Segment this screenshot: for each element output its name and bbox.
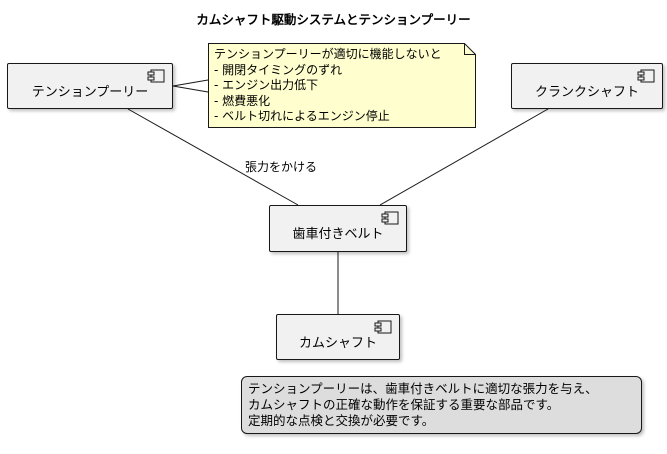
component-tension-pulley[interactable]: テンションプーリー: [7, 63, 173, 109]
component-camshaft[interactable]: カムシャフト: [276, 314, 400, 360]
note-item: - エンジン出力低下: [214, 78, 319, 92]
note-item: - 燃費悪化: [214, 93, 271, 108]
note-text: テンションプーリーが適切に機能しないと - 開閉タイミングのずれ - エンジン出…: [214, 47, 442, 125]
edge-crankshaft-to-belt: [379, 108, 549, 206]
note-line: カムシャフトの正確な動作を保証する重要な部品です。: [248, 397, 560, 412]
note-connector: [172, 79, 209, 87]
edge-pulley-to-belt: [127, 108, 299, 206]
component-label: クランクシャフト: [534, 84, 639, 100]
component-crankshaft[interactable]: クランクシャフト: [511, 63, 663, 109]
note-item: - ベルト切れによるエンジン停止: [214, 109, 390, 123]
component-label: 歯車付きベルト: [292, 227, 384, 242]
diagram-title: カムシャフト駆動システムとテンションプーリー: [196, 12, 471, 27]
note-failure-effects: テンションプーリーが適切に機能しないと - 開閉タイミングのずれ - エンジン出…: [208, 43, 476, 128]
edge-label-tension: 張力をかける: [245, 160, 318, 174]
component-icon: [381, 211, 399, 225]
note-summary: テンションプーリーは、歯車付きベルトに適切な張力を与え、 カムシャフトの正確な動…: [241, 376, 642, 434]
component-icon: [374, 320, 392, 334]
note-heading: テンションプーリーが適切に機能しないと: [214, 47, 442, 61]
component-timing-belt[interactable]: 歯車付きベルト: [269, 205, 407, 252]
note-shape: [208, 43, 476, 128]
component-label: テンションプーリー: [31, 84, 149, 100]
component-label: カムシャフト: [298, 335, 377, 351]
note-text: テンションプーリーは、歯車付きベルトに適切な張力を与え、 カムシャフトの正確な動…: [248, 381, 598, 429]
note-line: テンションプーリーは、歯車付きベルトに適切な張力を与え、: [248, 381, 598, 396]
note-item: - 開閉タイミングのずれ: [214, 62, 343, 77]
note-line: 定期的な点検と交換が必要です。: [248, 413, 435, 428]
component-icon: [147, 69, 165, 83]
note-connector: [172, 85, 209, 93]
component-icon: [637, 69, 655, 83]
